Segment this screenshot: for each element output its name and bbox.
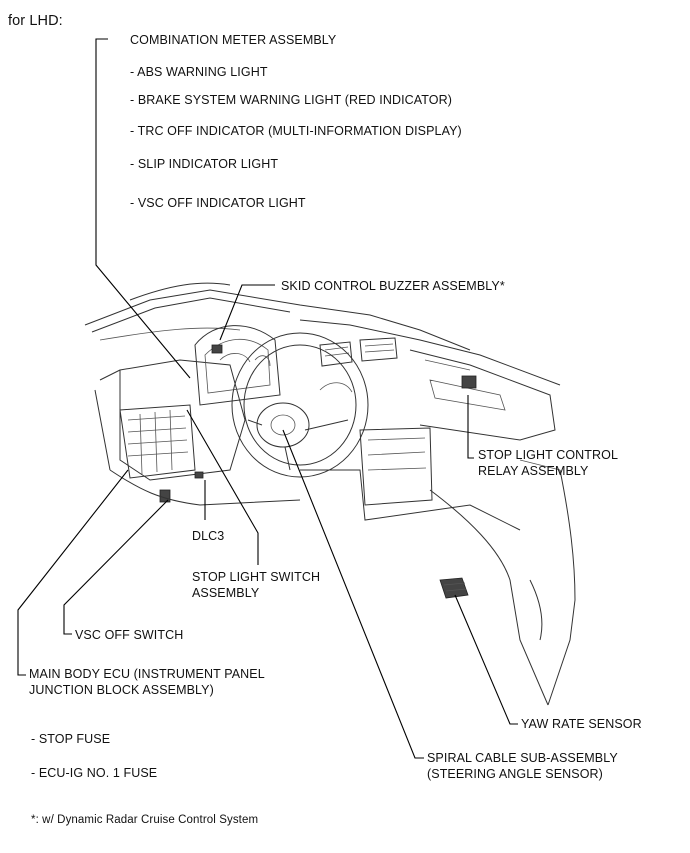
label-vsc-off-switch: VSC OFF SWITCH <box>75 628 184 642</box>
fuse-item-stop: - STOP FUSE <box>31 732 111 746</box>
label-main-body-ecu-line1: MAIN BODY ECU (INSTRUMENT PANEL <box>29 667 265 681</box>
meter-item-abs: - ABS WARNING LIGHT <box>130 65 268 79</box>
meter-item-trc: - TRC OFF INDICATOR (MULTI-INFORMATION D… <box>130 124 462 138</box>
label-yaw-rate-sensor: YAW RATE SENSOR <box>521 717 642 731</box>
label-spiral-cable-line1: SPIRAL CABLE SUB-ASSEMBLY <box>427 751 618 765</box>
footnote: *: w/ Dynamic Radar Cruise Control Syste… <box>31 814 259 826</box>
label-skid-buzzer: SKID CONTROL BUZZER ASSEMBLY* <box>281 279 505 293</box>
meter-item-vsc: - VSC OFF INDICATOR LIGHT <box>130 196 306 210</box>
label-combination-meter: COMBINATION METER ASSEMBLY <box>130 33 337 47</box>
meter-item-brake: - BRAKE SYSTEM WARNING LIGHT (RED INDICA… <box>130 93 453 107</box>
label-stop-light-switch-line1: STOP LIGHT SWITCH <box>192 570 321 584</box>
label-main-body-ecu-line2: JUNCTION BLOCK ASSEMBLY) <box>29 683 214 697</box>
label-stop-light-relay-line1: STOP LIGHT CONTROL <box>478 448 619 462</box>
label-spiral-cable-line2: (STEERING ANGLE SENSOR) <box>427 767 603 781</box>
label-stop-light-switch-line2: ASSEMBLY <box>192 586 260 600</box>
fuse-item-ecu-ig: - ECU-IG NO. 1 FUSE <box>31 766 158 780</box>
page-title: for LHD: <box>8 13 63 29</box>
meter-item-slip: - SLIP INDICATOR LIGHT <box>130 157 279 171</box>
label-stop-light-relay-line2: RELAY ASSEMBLY <box>478 464 589 478</box>
label-dlc3: DLC3 <box>192 529 225 543</box>
